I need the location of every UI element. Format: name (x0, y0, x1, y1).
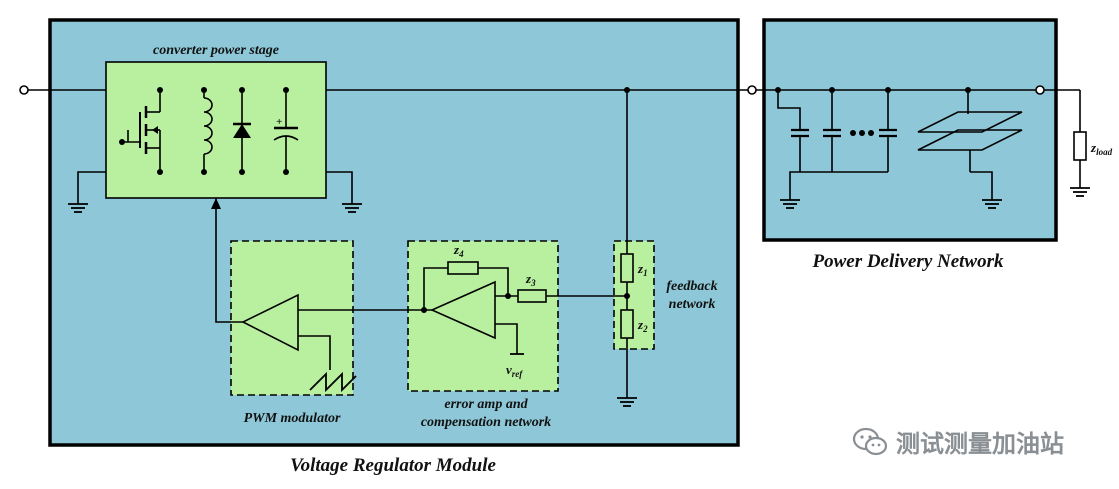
feedback-label-line2: network (669, 297, 716, 312)
error-amplifier (410, 261, 627, 355)
amplifier-triangle-icon (430, 280, 496, 340)
z2-label: z2 (637, 317, 648, 334)
inductor-icon (201, 87, 213, 175)
comparator-triangle-icon (241, 293, 299, 352)
capacitor-icon (273, 87, 299, 175)
error-amp-label-line1: error amp and (444, 397, 528, 412)
ground-icon (617, 397, 637, 407)
main-power-rail (19, 85, 1080, 95)
watermark-text: 测试测量加油站 (896, 430, 1064, 458)
input-terminal (19, 85, 29, 95)
error-amp-label-line2: compensation network (421, 415, 551, 430)
power-stage-components: + (119, 87, 299, 175)
ramp-waveform-icon (309, 371, 357, 393)
z3-label: z3 (525, 271, 536, 288)
ground-icon (342, 203, 362, 213)
ellipsis-icon (850, 130, 874, 136)
zload-label: zload (1090, 140, 1113, 157)
z1-label: z1 (637, 261, 648, 278)
load-impedance (1070, 90, 1090, 197)
converter-power-stage-block (105, 61, 327, 199)
pdn-title: Power Delivery Network (811, 251, 1004, 272)
ground-icon (1070, 187, 1090, 197)
error-amp-block (407, 240, 559, 392)
ground-icon (68, 203, 88, 213)
feedback-divider (617, 90, 637, 407)
feedback-label-line1: feedback (666, 279, 717, 294)
feedback-network-block (613, 240, 655, 350)
arrow-up-icon (211, 198, 221, 209)
power-plane-icon (917, 87, 1023, 200)
ground-icon (982, 199, 1002, 209)
pdn-output-terminal (1035, 85, 1045, 95)
mosfet-icon (119, 87, 163, 175)
pwm-modulator-label: PWM modulator (244, 411, 341, 426)
pwm-modulator-block (230, 240, 354, 396)
diode-icon (233, 87, 251, 175)
watermark: 测试测量加油站 (852, 424, 1064, 459)
z4-label: z4 (453, 242, 464, 259)
ground-icon (780, 199, 800, 209)
pdn-components (775, 87, 1023, 209)
pwm-comparator (211, 198, 410, 393)
converter-power-stage-label: converter power stage (153, 43, 279, 58)
wechat-icon (852, 427, 888, 455)
vrm-output-terminal (747, 85, 757, 95)
zload-resistor-icon (1073, 131, 1087, 161)
vrm-title: Voltage Regulator Module (290, 455, 496, 476)
vref-label: vref (506, 362, 523, 379)
plus-sign: + (276, 116, 282, 128)
power-stage-grounds (68, 171, 362, 213)
